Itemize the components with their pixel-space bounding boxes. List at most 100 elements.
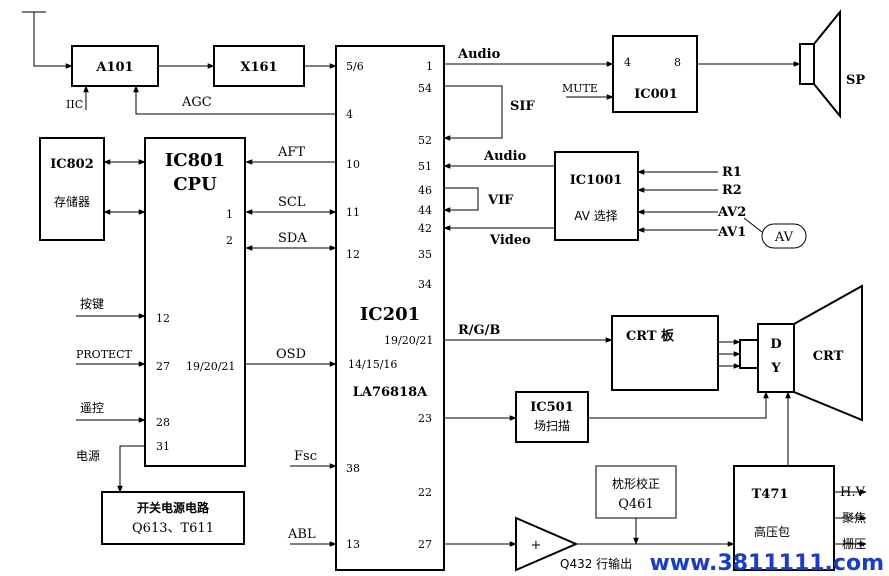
wire-vif-loop [443,187,479,213]
pin-label: 10 [346,158,360,171]
av-bubble-label: AV [774,230,794,245]
crt-label: CRT [813,349,844,364]
pin-label: 2 [226,234,233,247]
aft-label: AFT [277,145,305,160]
pin-label: 51 [418,160,432,173]
pin-label: 14/15/16 [348,358,397,371]
ic801-pins: 1 2 12 27 19/20/21 28 31 [156,208,235,453]
q432-label: Q432 行输出 [560,556,632,571]
pin-label: 5/6 [346,60,364,73]
av-bubble-pointer [743,217,763,233]
keys-label: 按键 [80,297,104,311]
remote-label: 遥控 [80,401,104,415]
agc-label: AGC [181,95,212,110]
speaker-icon [813,9,841,119]
pin-label: 44 [418,204,432,217]
protect-label: PROTECT [76,348,132,361]
ic1001-label: IC1001 [570,173,623,188]
watermark-text: www.3811111.com [649,551,884,576]
pin-label: 27 [156,360,170,373]
ic801-box [144,137,246,467]
speaker-label: SP [846,73,865,88]
pin-label: 12 [156,312,170,325]
ic201-box [335,45,445,571]
amp-symbol: + [531,538,542,553]
dy-y-label: Y [770,361,781,376]
vif-label: VIF [487,193,514,208]
ic201-sub: LA76818A [353,385,428,400]
pin-label: 4 [346,108,353,121]
wires [22,11,867,547]
wire-agc [133,85,336,115]
av1-label: AV1 [717,225,746,240]
pin-label: 54 [418,82,432,95]
crt-board-label: CRT 板 [626,328,675,344]
t471-box [733,465,835,571]
x161-label: X161 [240,60,277,75]
pin-label: 11 [346,206,360,219]
av2-label: AV2 [717,205,746,220]
ic001-pin8: 8 [674,56,681,69]
x161-box [213,45,305,87]
audio-in-label: Audio [483,149,527,164]
ic501-sub: 场扫描 [534,419,570,433]
pin-label: 35 [418,248,432,261]
wire-sif-loop [443,85,503,141]
crt-tube [793,284,863,422]
r2-label: R2 [722,183,742,198]
pin-label: 13 [346,538,360,551]
pin-label: 1 [426,60,433,73]
ic801-label: IC801 [165,150,225,171]
ic501-label: IC501 [530,400,574,415]
pin-label: 42 [418,222,432,235]
psu-label: 开关电源电路 [137,500,210,515]
deflection-yoke-box [757,323,795,393]
ic001-label: IC001 [634,87,678,102]
crt-board-box [611,315,719,391]
psu-box [101,491,245,545]
pin-label: 52 [418,134,432,147]
sif-label: SIF [510,99,535,114]
osd-label: OSD [276,347,306,362]
focus-label: 聚焦 [842,511,866,525]
scl-label: SCL [278,195,306,210]
pin-label: 23 [418,412,432,425]
pin-label: 19/20/21 [186,360,235,373]
ic802-box [39,137,105,241]
mute-label: MUTE [562,82,598,95]
pin-label: 31 [156,440,170,453]
ic802-sub: 存储器 [54,194,90,209]
antenna-feed [33,54,73,69]
ic201-pins: 5/6 1 54 4 52 10 51 46 11 44 42 12 35 34… [346,60,433,551]
crt-neck [739,339,759,369]
sda-label: SDA [278,231,307,246]
fsc-label: Fsc [294,449,317,464]
dy-d-label: D [770,337,781,352]
r1-label: R1 [722,165,742,180]
pin-label: 34 [418,278,432,291]
psu-sub: Q613、T611 [132,521,214,536]
rgb-label: R/G/B [458,323,500,338]
hv-label: H.V [840,485,865,500]
a101-label: A101 [95,60,133,75]
h-driver-amp [515,516,579,572]
power-label: 电源 [76,449,100,463]
t471-sub: 高压包 [754,524,790,539]
pin-label: 28 [156,416,170,429]
video-label: Video [489,233,531,248]
a101-box [71,45,159,87]
pin-label: 12 [346,248,360,261]
ic001-box [612,35,698,113]
abl-label: ABL [287,527,316,542]
pin-label: 38 [346,462,360,475]
wire-vert-yoke [588,391,769,419]
pin-label: 19/20/21 [384,334,433,347]
av-bubble [761,223,807,249]
ic1001-sub: AV 选择 [574,209,617,223]
pin-label: 22 [418,486,432,499]
speaker-magnet [799,43,815,85]
ic501-box [515,391,589,443]
pin-label: 46 [418,184,432,197]
ic201-label: IC201 [360,304,420,325]
